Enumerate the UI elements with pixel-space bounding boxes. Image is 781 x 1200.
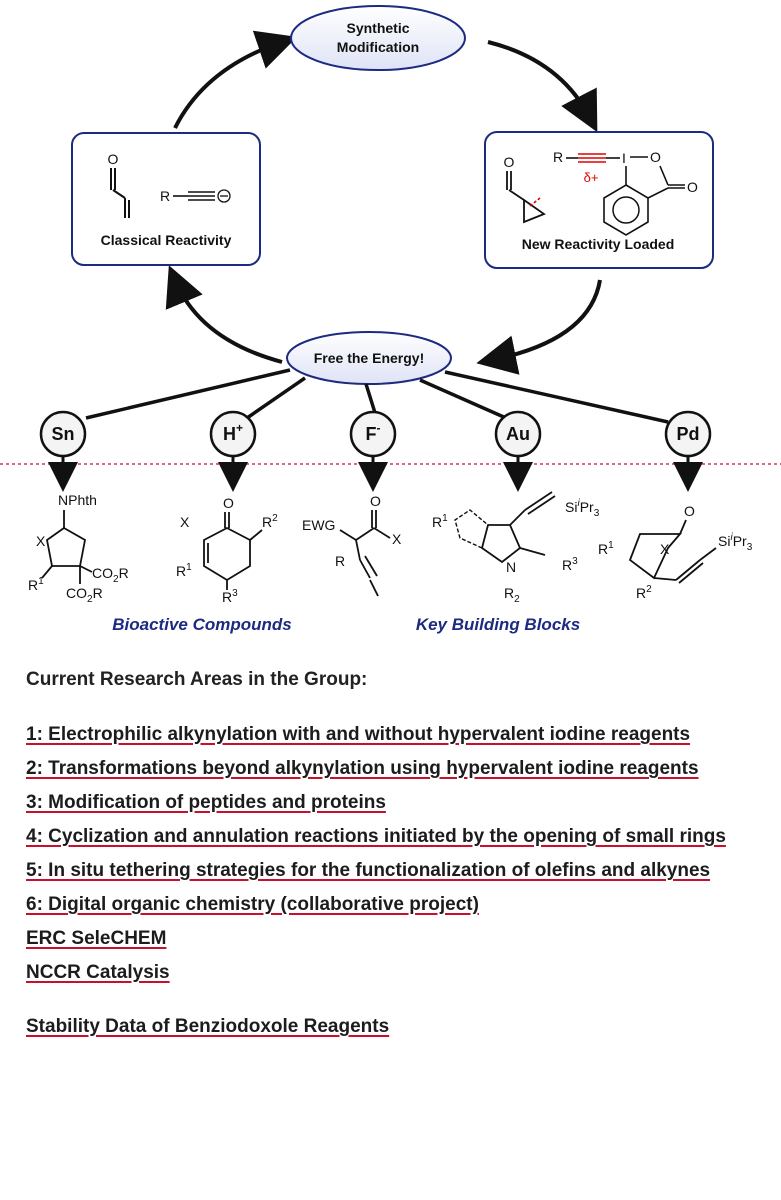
- research-link-6[interactable]: 6: Digital organic chemistry (collaborat…: [26, 894, 479, 915]
- synthetic-modification-node: Synthetic Modification: [290, 5, 466, 71]
- svg-text:SiiPr3: SiiPr3: [565, 498, 600, 519]
- svg-text:X: X: [180, 514, 190, 530]
- svg-text:R2: R2: [262, 513, 278, 530]
- right-box-label: New Reactivity Loaded: [522, 236, 675, 252]
- svg-text:N: N: [506, 559, 516, 575]
- svg-text:X: X: [36, 533, 46, 549]
- left-box-label: Classical Reactivity: [101, 232, 232, 248]
- product-sn: NPhth X R1 CO2R CO2R: [28, 492, 129, 605]
- cycle-arrow-bottom-left: [165, 265, 283, 364]
- acrolein-structure: [110, 168, 130, 218]
- product-au: SiiPr3 R1 R3 N R2: [432, 491, 600, 605]
- classical-reactivity-box: O R Classical Reactivity: [71, 132, 261, 266]
- svg-text:O: O: [687, 179, 698, 195]
- svg-text:O: O: [684, 503, 695, 519]
- catalyst-h-plus: H+: [209, 410, 257, 458]
- product-pd: O SiiPr3 R1 X R2: [598, 503, 753, 601]
- research-link-2[interactable]: 2: Transformations beyond alkynylation u…: [26, 758, 699, 779]
- svg-text:R3: R3: [222, 588, 238, 605]
- research-link-1[interactable]: 1: Electrophilic alkynylation with and w…: [26, 724, 691, 745]
- nccr-catalysis-link[interactable]: NCCR Catalysis: [26, 962, 170, 983]
- research-areas-section: Current Research Areas in the Group: 1: …: [26, 662, 756, 1044]
- svg-text:X: X: [660, 541, 670, 557]
- svg-text:Sn: Sn: [51, 424, 74, 444]
- catalyst-f-minus: F-: [349, 410, 397, 458]
- caption-bioactive-compounds: Bioactive Compounds: [112, 615, 291, 634]
- svg-text:R2: R2: [636, 584, 652, 601]
- svg-text:I: I: [622, 150, 626, 166]
- free-the-energy-node: Free the Energy!: [286, 331, 452, 385]
- research-link-3[interactable]: 3: Modification of peptides and proteins: [26, 792, 386, 813]
- svg-text:O: O: [223, 495, 234, 511]
- catalyst-sn: Sn: [39, 410, 87, 458]
- research-link-4[interactable]: 4: Cyclization and annulation reactions …: [26, 826, 726, 847]
- svg-text:R1: R1: [598, 540, 614, 557]
- cycle-arrow-top-left: [173, 30, 298, 129]
- product-h-plus: O X R2 R1 R3: [176, 495, 278, 605]
- svg-text:CO2R: CO2R: [92, 565, 129, 585]
- svg-text:NPhth: NPhth: [58, 492, 97, 508]
- svg-text:R: R: [553, 149, 563, 165]
- caption-key-building-blocks: Key Building Blocks: [416, 615, 580, 634]
- svg-text:O: O: [504, 154, 515, 170]
- svg-text:δ+: δ+: [584, 170, 599, 185]
- svg-text:Pd: Pd: [676, 424, 699, 444]
- svg-text:X: X: [392, 531, 402, 547]
- cycle-arrow-bottom-right: [476, 279, 602, 375]
- reactivity-scheme: Synthetic Modification O R Classical Rea…: [0, 5, 781, 634]
- research-link-5[interactable]: 5: In situ tethering strategies for the …: [26, 860, 711, 881]
- center-node-label: Free the Energy!: [314, 350, 424, 366]
- acetylide-structure: [173, 191, 215, 201]
- svg-text:O: O: [650, 149, 661, 165]
- svg-text:R2: R2: [504, 585, 520, 605]
- acetylide-r: R: [160, 188, 170, 204]
- research-areas-heading: Current Research Areas in the Group:: [26, 669, 368, 690]
- new-reactivity-box: O R δ+ I O O New Reac: [484, 131, 714, 269]
- catalyst-au: Au: [494, 410, 542, 458]
- top-node-line-2: Modification: [337, 39, 419, 55]
- svg-text:Au: Au: [506, 424, 530, 444]
- cycle-arrow-top-right: [487, 40, 598, 133]
- svg-text:R: R: [335, 553, 345, 569]
- svg-text:EWG: EWG: [302, 517, 335, 533]
- svg-text:R1: R1: [432, 513, 448, 530]
- top-node-line-1: Synthetic: [346, 20, 409, 36]
- svg-text:R3: R3: [562, 556, 578, 573]
- svg-text:R1: R1: [28, 576, 44, 593]
- catalyst-pd: Pd: [664, 410, 712, 458]
- acrolein-oxygen: O: [108, 151, 119, 167]
- svg-text:R1: R1: [176, 562, 192, 579]
- stability-data-link[interactable]: Stability Data of Benziodoxole Reagents: [26, 1016, 390, 1037]
- negative-charge-icon: [217, 189, 231, 203]
- svg-text:CO2R: CO2R: [66, 585, 103, 605]
- svg-text:O: O: [370, 493, 381, 509]
- svg-text:SiiPr3: SiiPr3: [718, 532, 753, 553]
- erc-selechem-link[interactable]: ERC SeleCHEM: [26, 928, 167, 949]
- product-f-minus: O EWG X R: [302, 493, 402, 597]
